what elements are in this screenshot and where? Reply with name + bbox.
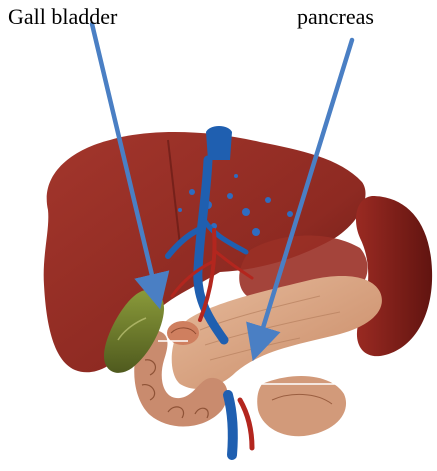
inferior-vena-cava	[206, 126, 232, 160]
gall-bladder-label: Gall bladder	[8, 6, 117, 28]
pancreas-label: pancreas	[297, 6, 374, 28]
spleen	[356, 196, 432, 356]
jejunum	[257, 376, 346, 436]
